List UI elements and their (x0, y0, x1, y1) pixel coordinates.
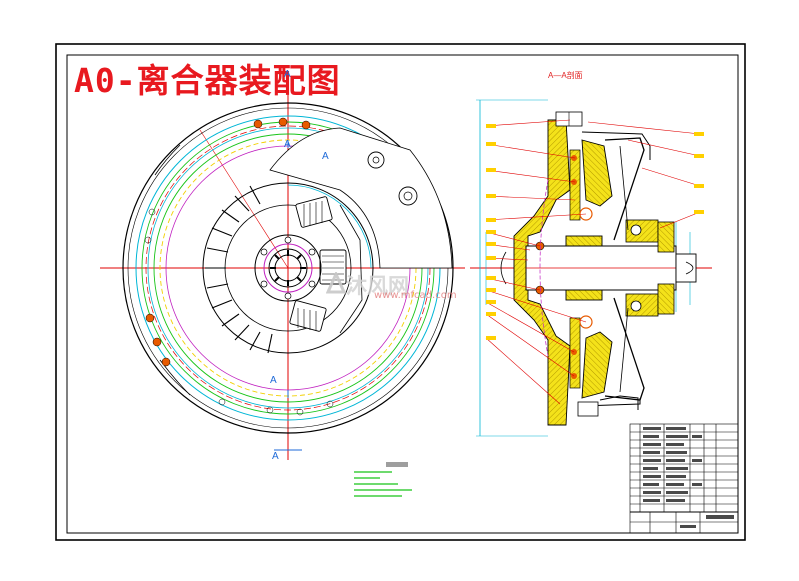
spline-outer (268, 248, 308, 288)
view-label-upper: A (284, 139, 291, 150)
technical-requirements (354, 462, 412, 497)
leader-lines-right (587, 121, 701, 229)
section-view-title: A—A剖面 (548, 71, 583, 80)
title-block (629, 423, 739, 534)
leader-tags (486, 124, 704, 340)
section-view (470, 99, 712, 437)
pressure-plate-upper (581, 139, 613, 207)
diaphragm-fingers (205, 185, 273, 354)
lug-side (398, 186, 418, 206)
cover-bolt-lower (577, 401, 599, 417)
damper-springs (289, 196, 347, 332)
view-label-bottom: A (272, 451, 279, 462)
leader-lines-left (485, 119, 587, 405)
lug-upper (367, 151, 385, 169)
front-view (100, 75, 465, 460)
diaphragm-spring-lower (604, 297, 645, 401)
watermark-text: 沐风网 (346, 274, 409, 298)
hub-flange (254, 234, 322, 302)
inner-frame (66, 54, 739, 534)
housing-outer-circle (122, 102, 454, 434)
view-label-lower: A (270, 375, 277, 386)
view-label-top: A (284, 69, 291, 80)
friction-lining-upper (569, 149, 581, 221)
diaphragm-spring-upper (604, 137, 645, 241)
spline-teeth (270, 250, 306, 286)
driven-disc-outer (202, 182, 374, 354)
pressure-plate-lower (581, 331, 613, 399)
outer-frame (55, 43, 746, 541)
diagonal-centerline (199, 129, 289, 269)
bolt-holes (144, 117, 334, 416)
drawing-title: A0-离合器装配图 (74, 61, 341, 100)
watermark-logo-icon (326, 272, 346, 294)
hub-pitch-circle (263, 243, 313, 293)
view-label-right: A (322, 151, 329, 162)
cover-cutaway (269, 127, 453, 269)
watermark-url: www.mfcad.com (374, 290, 457, 301)
title-block-text (643, 427, 734, 528)
